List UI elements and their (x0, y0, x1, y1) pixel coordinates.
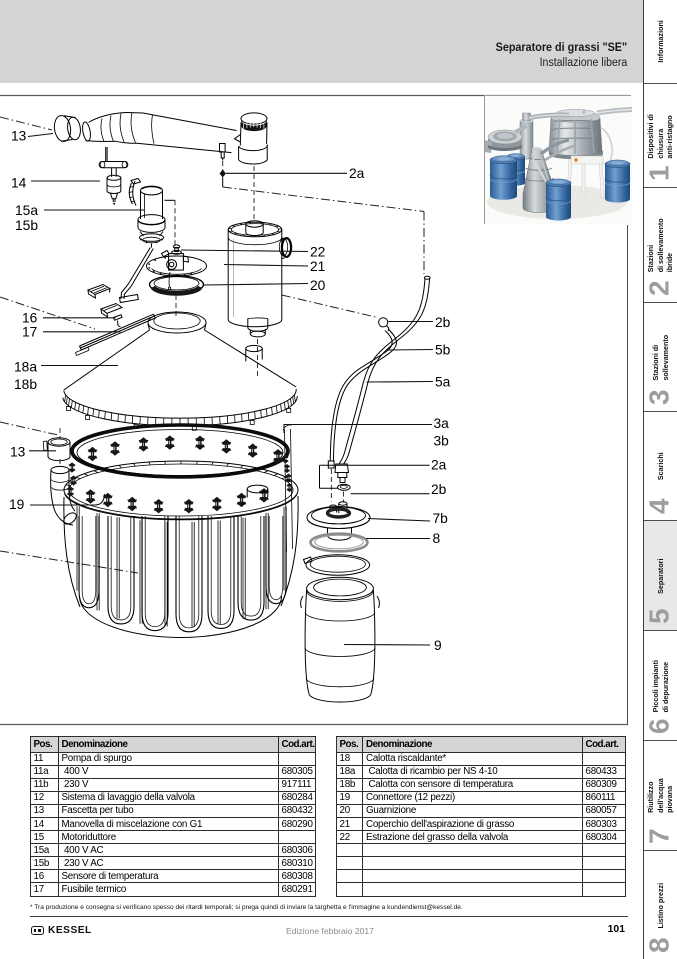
svg-text:14: 14 (11, 176, 27, 191)
svg-text:21: 21 (310, 259, 325, 274)
svg-text:8: 8 (433, 531, 441, 546)
svg-text:15b: 15b (15, 218, 38, 233)
svg-text:13: 13 (11, 129, 27, 144)
svg-text:5b: 5b (435, 343, 451, 358)
svg-text:2b: 2b (435, 315, 451, 330)
svg-text:18a: 18a (14, 360, 37, 375)
svg-text:22: 22 (310, 245, 325, 260)
svg-text:13: 13 (10, 445, 26, 460)
svg-text:2b: 2b (431, 482, 447, 497)
svg-text:18b: 18b (14, 377, 37, 392)
svg-text:16: 16 (22, 311, 38, 326)
svg-text:19: 19 (9, 497, 25, 512)
svg-text:3b: 3b (434, 434, 450, 449)
svg-text:15a: 15a (15, 203, 38, 218)
svg-text:17: 17 (22, 325, 37, 340)
svg-text:2a: 2a (349, 166, 365, 181)
svg-text:5a: 5a (435, 375, 451, 390)
svg-text:3a: 3a (434, 416, 450, 431)
svg-text:2a: 2a (431, 458, 447, 473)
svg-text:7b: 7b (433, 511, 449, 526)
svg-text:20: 20 (310, 278, 326, 293)
svg-text:9: 9 (434, 638, 442, 653)
